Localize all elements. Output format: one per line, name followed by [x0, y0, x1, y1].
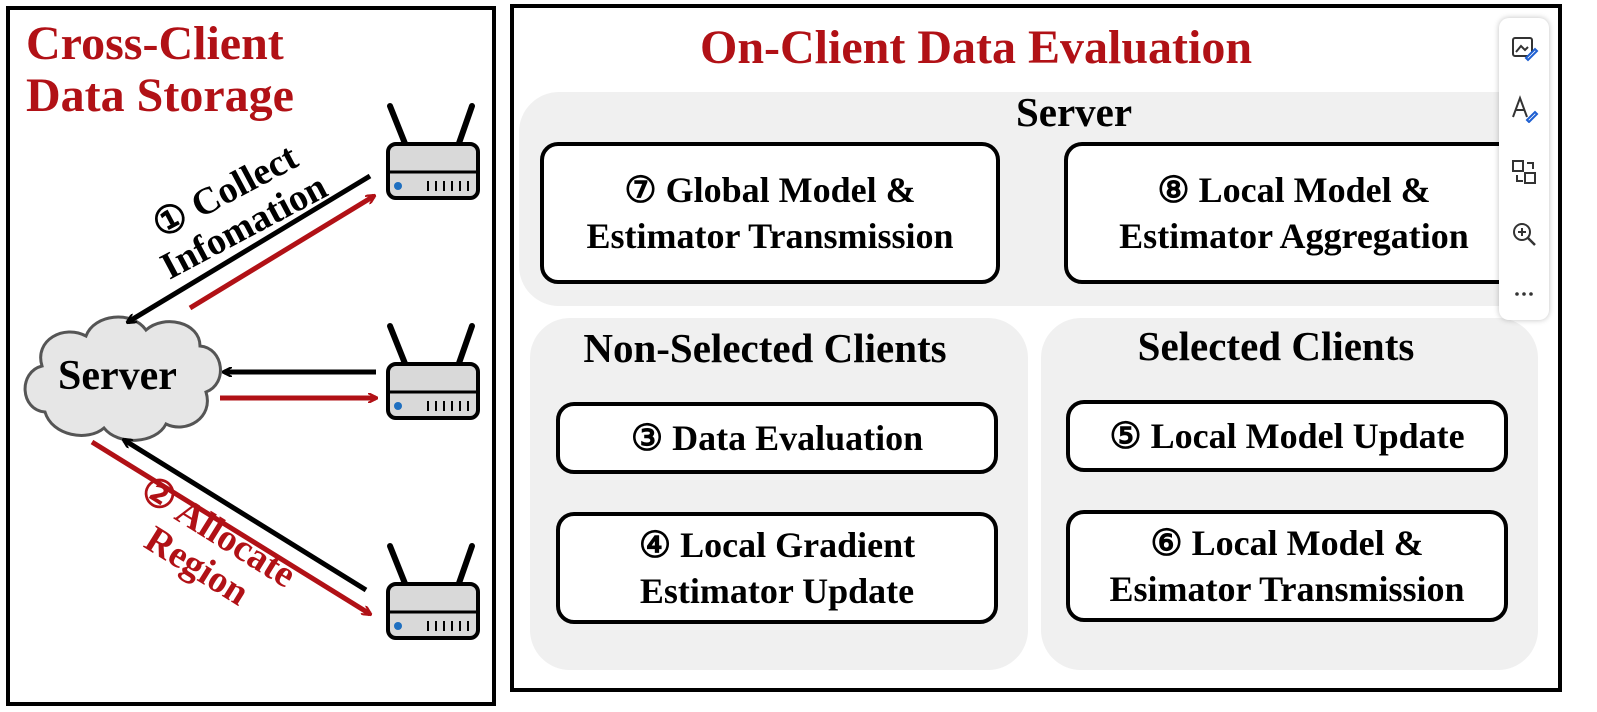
zoom-in-icon[interactable]	[1504, 214, 1544, 254]
box6-line1: ⑥ Local Model &	[1150, 522, 1424, 563]
box8-line2: Estimator Aggregation	[1119, 216, 1469, 256]
left-title-line2: Data Storage	[26, 68, 294, 122]
text-style-icon[interactable]	[1504, 88, 1544, 128]
box5-line1: ⑤ Local Model Update	[1109, 415, 1465, 456]
box4-line2: Estimator Update	[639, 571, 915, 611]
box-global-model-transmission: ⑦ Global Model & Estimator Transmission	[540, 142, 1000, 284]
left-panel-title: Cross-Client Data Storage	[26, 18, 294, 122]
server-group-title: Server	[1015, 89, 1133, 135]
non-selected-group-title: Non-Selected Clients	[583, 325, 947, 371]
right-panel-title: On-Client Data Evaluation	[700, 21, 1253, 74]
more-icon[interactable]	[1504, 274, 1544, 314]
left-title-line1: Cross-Client	[26, 17, 284, 70]
box4-line1: ④ Local Gradient	[638, 524, 916, 565]
box3-line1: ③ Data Evaluation	[630, 417, 924, 458]
box8-line1: ⑧ Local Model &	[1157, 169, 1431, 210]
box-data-evaluation: ③ Data Evaluation	[556, 402, 998, 474]
box7-line2: Estimator Transmission	[586, 216, 954, 256]
box-local-gradient-estimator-update: ④ Local Gradient Estimator Update	[556, 512, 998, 624]
cloud-server-label: Server	[58, 353, 177, 399]
box-local-model-update: ⑤ Local Model Update	[1066, 400, 1508, 472]
box7-line1: ⑦ Global Model &	[624, 169, 916, 210]
box6-line2: Esimator Transmission	[1109, 569, 1465, 609]
box-local-model-aggregation: ⑧ Local Model & Estimator Aggregation	[1064, 142, 1524, 284]
viewer-toolbar	[1499, 18, 1549, 320]
box-local-model-esimator-transmission: ⑥ Local Model & Esimator Transmission	[1066, 510, 1508, 622]
image-edit-icon[interactable]	[1504, 28, 1544, 68]
translate-icon[interactable]	[1504, 152, 1544, 192]
selected-group-title: Selected Clients	[1137, 323, 1415, 369]
